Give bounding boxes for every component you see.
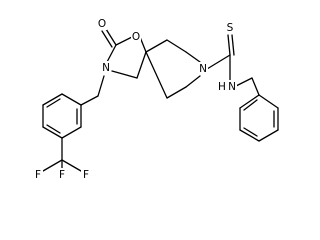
molecule-canvas: O O N N S H N F F F [33,17,279,181]
amide-nh-bg [215,80,237,93]
bond-ph1-f [61,93,82,106]
amide-hydrogen-label: H [218,81,226,93]
bond-n3-ch2 [97,75,105,97]
carbonyl-oxygen-bg [97,17,107,30]
bond-ph2-f [239,94,260,109]
bond-up-right [166,39,187,53]
bond-c2-carbonyl-2 [101,30,113,48]
bond-low-spiro [145,51,168,99]
thione-sulfur-bg [225,21,235,34]
piperidine-nitrogen-label: N [199,63,207,75]
bond-ph2-c [258,129,279,142]
fluorine-top-label: F [59,169,65,181]
bond-ph1-c [42,126,63,139]
bond-ph1-inner-3 [46,98,61,108]
bond-cs-s-2 [231,34,235,56]
bond-ch2-ph1 [80,95,99,106]
fluorine-top-bg [57,168,67,181]
oxazolidinone-nitrogen-bg [101,61,111,74]
fluorine-right-label: F [83,169,89,181]
bond-spiro-up [145,39,168,53]
bond-ph2-a [258,94,279,109]
bond-ch2-ring [251,77,260,96]
fluorine-left-bg [33,168,43,181]
fluorine-right-bg [81,168,91,181]
bond-ph2-d [239,129,260,142]
molecule-structure: O O N N S H N F F F [33,17,279,181]
bond-c5-ch2 [136,51,147,79]
bond-ph1-b [61,126,82,139]
fluorine-left-label: F [35,169,41,181]
bond-right-npip [185,51,201,63]
bond-ph2-inner-3 [243,99,258,111]
bond-ch2-n3 [111,70,138,79]
bond-npip-cs [206,54,231,70]
ring-oxygen-label: O [132,31,140,43]
thione-sulfur-label: S [227,22,234,34]
bond-npip-lowright [185,75,201,88]
carbonyl-oxygen-label: O [98,18,106,30]
bond-ph2-inner-2 [243,127,258,137]
bond-ph1-e [42,93,63,106]
bond-c2-o1 [115,36,133,46]
amide-nitrogen-label: N [228,81,236,93]
ring-oxygen-bg [131,30,141,43]
bond-cf3-f-right [61,159,82,172]
bond-n3-c2 [106,44,117,63]
bond-nh-ch2 [235,77,253,87]
bond-cf3-f-left [42,159,63,172]
bond-ph1-inner-2 [46,124,61,134]
bond-c2-carbonyl-1 [105,28,117,46]
oxazolidinone-nitrogen-label: N [102,62,110,74]
bond-cs-s-1 [227,34,231,56]
piperidine-nitrogen-bg [198,62,208,75]
bond-lowright-low [166,86,187,99]
